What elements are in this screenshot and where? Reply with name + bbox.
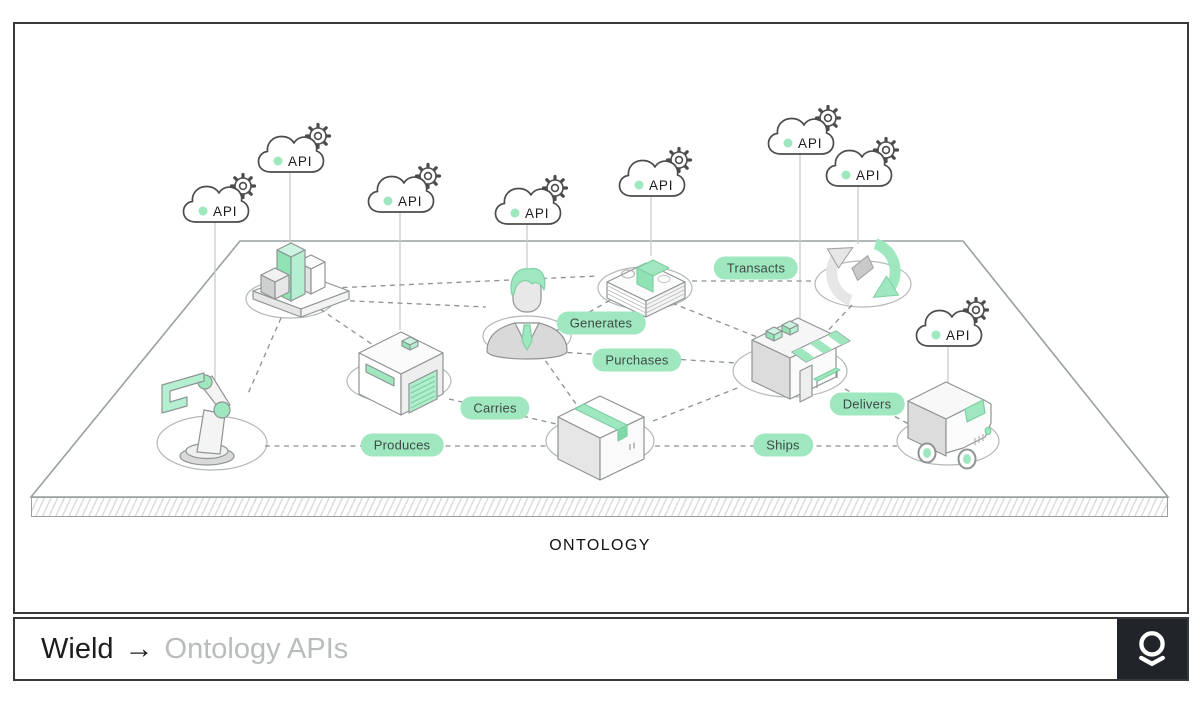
- api-status-dot: [783, 138, 793, 148]
- api-cloud-label: API: [798, 136, 822, 151]
- relation-pill-delivers: Delivers: [829, 392, 905, 416]
- wield-logo-button[interactable]: [1117, 619, 1187, 679]
- query-suggestion: Ontology APIs: [164, 632, 349, 665]
- api-status-dot: [510, 208, 520, 218]
- wield-logo-icon: [1139, 631, 1165, 666]
- relation-pill-transacts: Transacts: [713, 256, 799, 280]
- api-cloud-person: API: [493, 174, 569, 226]
- api-cloud-money: API: [617, 146, 693, 198]
- api-status-dot: [383, 196, 393, 206]
- brand-wordmark: Wield: [41, 632, 114, 665]
- platform-front-edge: [31, 497, 1168, 517]
- relation-pill-ships: Ships: [753, 433, 813, 457]
- api-status-dot: [931, 330, 941, 340]
- query-text[interactable]: Wield → Ontology APIs: [15, 633, 348, 666]
- api-cloud-label: API: [525, 206, 549, 221]
- api-cloud-factory: API: [366, 162, 442, 214]
- api-cloud-bar-chart: API: [256, 122, 332, 174]
- relation-pill-produces: Produces: [360, 433, 444, 457]
- api-cloud-label: API: [213, 204, 237, 219]
- api-cloud-storefront: API: [766, 104, 842, 156]
- ontology-label: ONTOLOGY: [549, 537, 651, 554]
- relation-pill-generates: Generates: [556, 311, 646, 335]
- relation-pill-purchases: Purchases: [592, 348, 682, 372]
- api-cloud-label: API: [856, 168, 880, 183]
- api-cloud-truck: API: [914, 296, 990, 348]
- api-status-dot: [634, 180, 644, 190]
- api-cloud-label: API: [398, 194, 422, 209]
- relation-pill-carries: Carries: [460, 396, 530, 420]
- api-cloud-robot-arm: API: [181, 172, 257, 224]
- arrow-glyph: →: [124, 632, 154, 665]
- api-status-dot: [198, 206, 208, 216]
- api-cloud-label: API: [288, 154, 312, 169]
- api-status-dot: [273, 156, 283, 166]
- api-status-dot: [841, 170, 851, 180]
- api-cloud-label: API: [649, 178, 673, 193]
- api-cloud-exchange: API: [824, 136, 900, 188]
- api-cloud-label: API: [946, 328, 970, 343]
- command-bar[interactable]: Wield → Ontology APIs: [13, 617, 1189, 681]
